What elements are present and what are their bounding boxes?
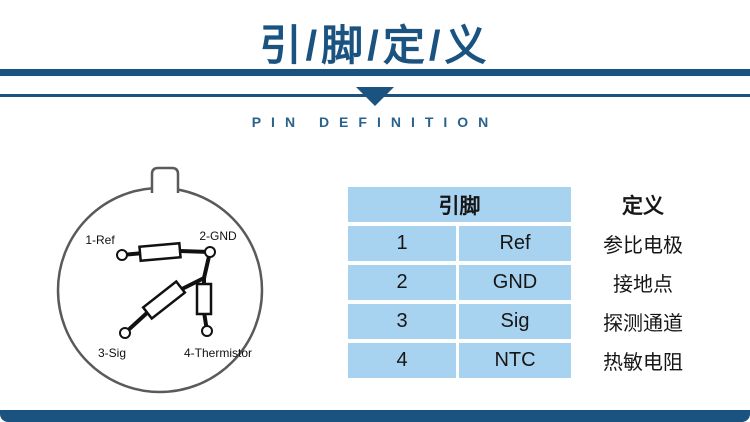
- cell-pin-number: 1: [348, 226, 456, 261]
- sensor-tab: [150, 166, 180, 193]
- footer-accent-bar: [0, 410, 750, 422]
- table-row: 4 NTC 热敏电阻: [348, 343, 712, 378]
- cell-pin-number: 2: [348, 265, 456, 300]
- cell-pin-name: GND: [459, 265, 571, 300]
- cell-pin-number: 4: [348, 343, 456, 378]
- resistor-ref-gnd: [138, 241, 182, 263]
- cell-pin-def: 参比电极: [574, 226, 712, 261]
- page-subtitle: PIN DEFINITION: [251, 114, 499, 130]
- sensor-body-circle: [56, 186, 264, 394]
- triangle-down-icon: [356, 87, 394, 106]
- divider-thick: [0, 69, 750, 76]
- pin-definition-table: 引脚 定义 1 Ref 参比电极 2 GND 接地点 3 Sig 探测通道 4 …: [348, 187, 712, 378]
- pin-pads: [116, 246, 216, 339]
- table-row: 1 Ref 参比电极: [348, 226, 712, 261]
- pin-1-pad: [116, 249, 128, 261]
- cell-pin-name: NTC: [459, 343, 571, 378]
- pin-2-label: 2-GND: [199, 229, 237, 243]
- cell-pin-name: Ref: [459, 226, 571, 261]
- thermistor-element: [195, 282, 213, 316]
- pin-3-pad: [119, 327, 131, 339]
- page-title: 引/脚/定/义: [259, 22, 491, 69]
- pin-3-label: 3-Sig: [98, 346, 126, 360]
- sensor-pinout-diagram: 1-Ref 2-GND 3-Sig 4-Thermistor: [40, 160, 290, 410]
- cell-pin-def: 热敏电阻: [574, 343, 712, 378]
- table-row: 2 GND 接地点: [348, 265, 712, 300]
- cell-pin-number: 3: [348, 304, 456, 339]
- cell-pin-def: 探测通道: [574, 304, 712, 339]
- cell-pin-name: Sig: [459, 304, 571, 339]
- header-cell-definition: 定义: [574, 187, 712, 222]
- cell-pin-def: 接地点: [574, 265, 712, 300]
- pin-4-pad: [201, 325, 213, 337]
- pin-2-pad: [204, 246, 216, 258]
- table-row: 3 Sig 探测通道: [348, 304, 712, 339]
- pin-1-label: 1-Ref: [85, 233, 115, 247]
- header-cell-pin: 引脚: [348, 187, 571, 222]
- pin-4-label: 4-Thermistor: [184, 346, 252, 360]
- table-header-row: 引脚 定义: [348, 187, 712, 222]
- pinout-svg: 1-Ref 2-GND 3-Sig 4-Thermistor: [56, 166, 264, 394]
- resistor-sig: [141, 279, 187, 321]
